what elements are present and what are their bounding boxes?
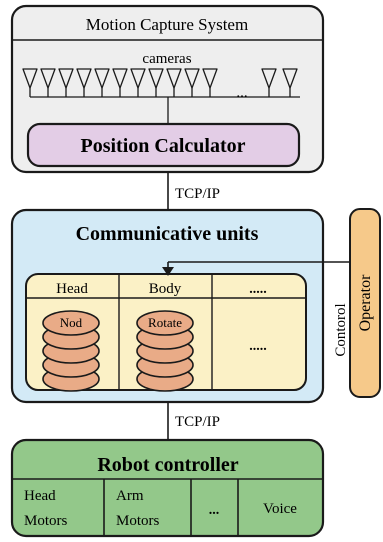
arm-motors-line1: Arm xyxy=(116,488,144,504)
tcpip-link-top: TCP/IP xyxy=(175,186,220,202)
robot-controller-title: Robot controller xyxy=(97,454,238,476)
rotate-label: Rotate xyxy=(148,315,182,330)
cameras-label: cameras xyxy=(142,51,191,67)
communicative-units-panel: Communicative units Head Body ..... Nod … xyxy=(10,208,325,404)
voice-label: Voice xyxy=(263,501,297,517)
head-motors-line1: Head xyxy=(24,488,56,504)
column-header-more: ..... xyxy=(249,282,267,297)
control-arrow xyxy=(162,261,350,276)
arm-motors-line2: Motors xyxy=(116,513,160,529)
motion-capture-panel: Motion Capture System cameras ... Positi… xyxy=(10,4,325,174)
tcpip-link-bottom: TCP/IP xyxy=(175,414,220,430)
robot-controller-panel: Robot controller Head Motors Arm Motors … xyxy=(10,438,325,538)
nod-label: Nod xyxy=(60,315,83,330)
operator-label: Operator xyxy=(357,274,374,332)
robot-ellipsis: ... xyxy=(209,503,220,518)
position-calculator-label: Position Calculator xyxy=(81,135,246,157)
cameras-ellipsis: ... xyxy=(236,85,247,101)
communicative-units-title: Communicative units xyxy=(76,223,259,245)
column-more-body: ..... xyxy=(249,339,267,354)
control-label: Contorol xyxy=(333,303,349,356)
operator-panel: Operator xyxy=(349,208,381,398)
column-header-body: Body xyxy=(149,281,182,297)
column-header-head: Head xyxy=(56,281,88,297)
head-motors-line2: Motors xyxy=(24,513,68,529)
motion-capture-title: Motion Capture System xyxy=(86,15,248,34)
